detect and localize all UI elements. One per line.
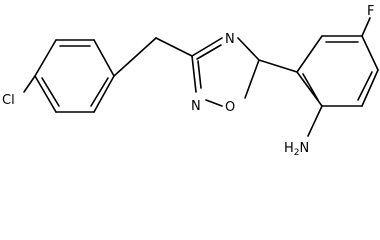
amine-label: H2N bbox=[284, 141, 309, 158]
chlorophenyl-ring bbox=[34, 39, 115, 113]
chlorine-bond bbox=[23, 75, 36, 93]
amine-label-h: H bbox=[284, 141, 294, 156]
amine-label-n: N bbox=[300, 141, 310, 156]
ring-nitrogen-bottom-label: N bbox=[191, 99, 201, 114]
ring-nitrogen-top-label: N bbox=[225, 32, 235, 47]
oxadiazole-ring bbox=[191, 37, 260, 107]
biaryl-bond bbox=[258, 59, 298, 73]
amine-bond bbox=[307, 105, 323, 137]
chemical-structure-diagram: Cl F N N O H2N bbox=[2, 4, 379, 158]
methylene-linker bbox=[113, 37, 193, 77]
fluoroaniline-ring bbox=[296, 35, 379, 107]
ring-oxygen-label: O bbox=[225, 100, 235, 115]
fluorine-label: F bbox=[367, 4, 374, 19]
chlorine-label: Cl bbox=[2, 93, 15, 108]
amine-label-subscript: 2 bbox=[294, 148, 300, 158]
fluorine-bond bbox=[361, 17, 371, 37]
